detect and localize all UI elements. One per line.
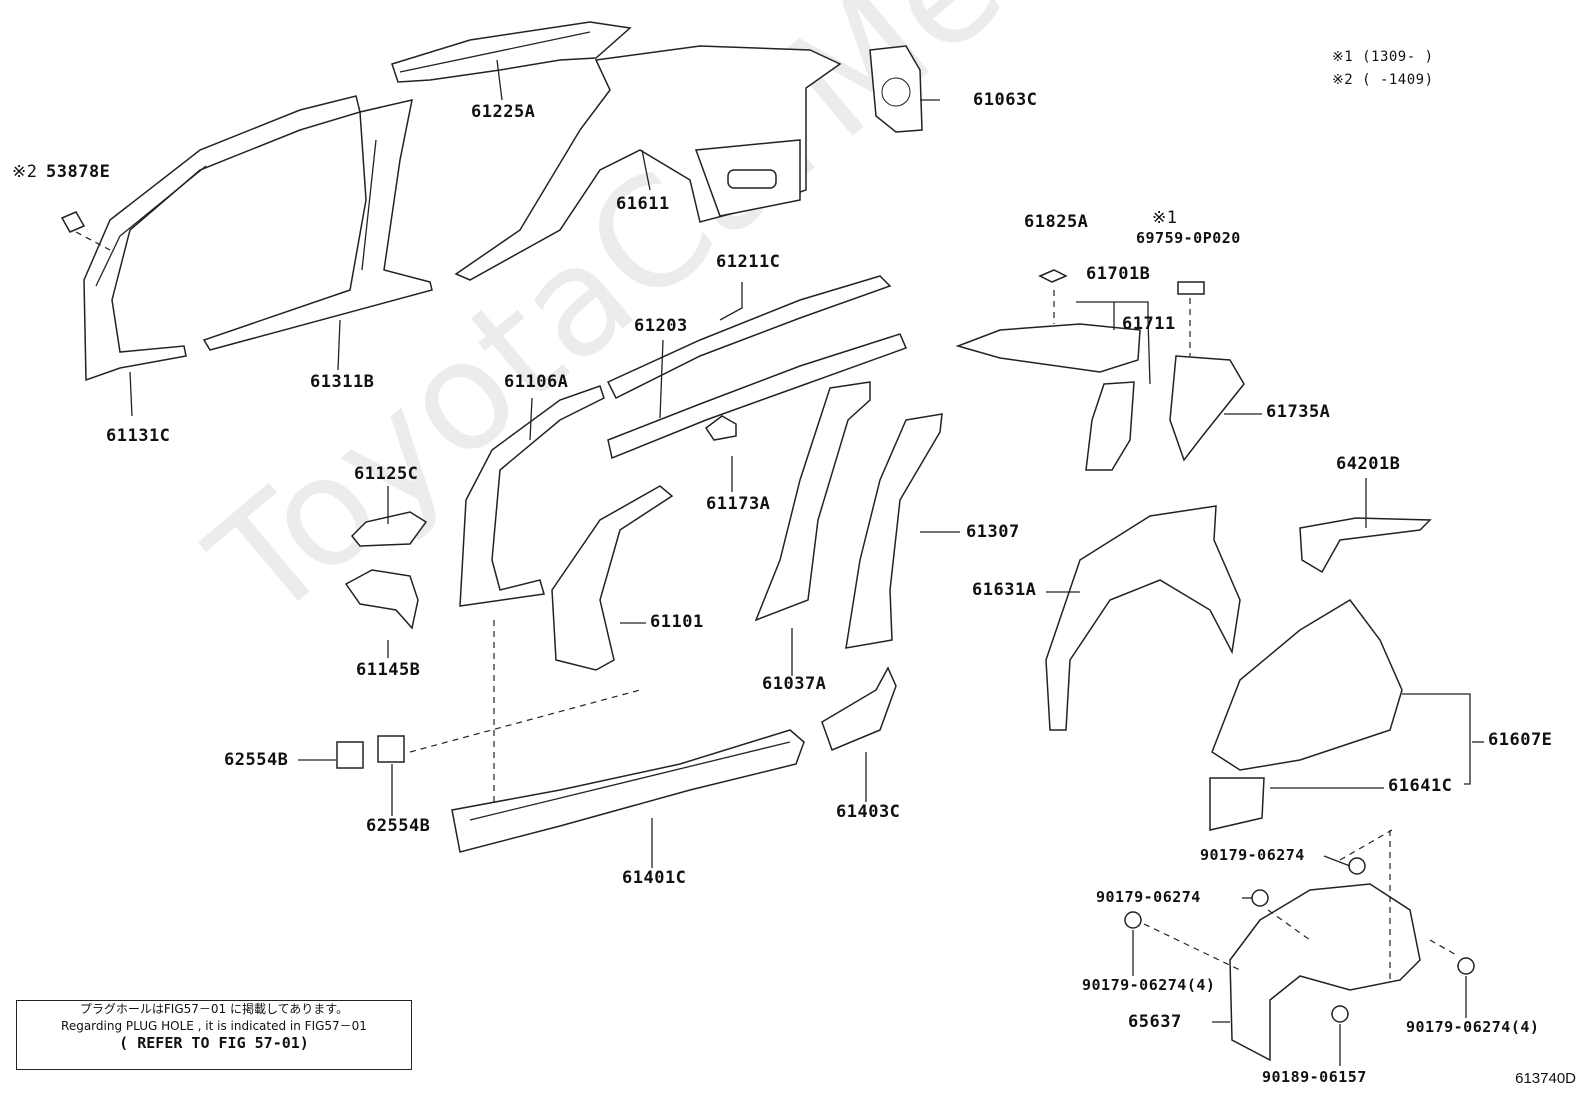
figure-number: 613740D bbox=[1515, 1070, 1576, 1087]
label-53878E[interactable]: 53878E bbox=[46, 162, 111, 182]
part-61125C[interactable] bbox=[350, 511, 428, 547]
label-61101[interactable]: 61101 bbox=[650, 612, 704, 632]
label-61641C[interactable]: 61641C bbox=[1388, 776, 1453, 796]
part-62554B-b[interactable] bbox=[377, 735, 405, 763]
label-61631A[interactable]: 61631A bbox=[972, 580, 1037, 600]
part-61701B[interactable] bbox=[955, 323, 1141, 373]
part-61211C[interactable] bbox=[606, 275, 892, 400]
note-variant-2: ※2 ( -1409) bbox=[1332, 72, 1434, 88]
part-61825A[interactable] bbox=[1038, 269, 1068, 283]
part-61711[interactable] bbox=[1085, 381, 1135, 471]
plug-note-refer-link[interactable]: ( REFER TO FIG 57-01) bbox=[119, 1034, 309, 1052]
label-90189-06157[interactable]: 90189-06157 bbox=[1262, 1068, 1367, 1086]
label-61063C[interactable]: 61063C bbox=[973, 90, 1038, 110]
label-61307[interactable]: 61307 bbox=[966, 522, 1020, 542]
part-61131C[interactable] bbox=[83, 95, 361, 382]
part-61145B[interactable] bbox=[344, 569, 419, 630]
label-62554B-b[interactable]: 62554B bbox=[366, 816, 431, 836]
part-61403C[interactable] bbox=[821, 666, 897, 751]
part-61173A[interactable] bbox=[704, 415, 737, 441]
label-61607E[interactable]: 61607E bbox=[1488, 730, 1553, 750]
label-61711[interactable]: 61711 bbox=[1122, 314, 1176, 334]
label-61825A[interactable]: 61825A bbox=[1024, 212, 1089, 232]
clip-90179-d[interactable] bbox=[1457, 957, 1475, 975]
part-61101[interactable] bbox=[551, 485, 674, 671]
part-61401C[interactable] bbox=[451, 729, 805, 853]
clip-90179-b[interactable] bbox=[1251, 889, 1269, 907]
label-61037A[interactable]: 61037A bbox=[762, 674, 827, 694]
part-61225A[interactable] bbox=[391, 21, 632, 83]
clip-90179-c[interactable] bbox=[1124, 911, 1142, 929]
label-90179-06274-4-left[interactable]: 90179-06274(4) bbox=[1082, 976, 1216, 994]
part-61735A[interactable] bbox=[1169, 355, 1245, 462]
label-62554B-a[interactable]: 62554B bbox=[224, 750, 289, 770]
label-61173A[interactable]: 61173A bbox=[706, 494, 771, 514]
part-61311B[interactable] bbox=[202, 99, 433, 351]
plug-hole-note-box: プラグホールはFIG57－01 に掲載してあります。 Regarding PLU… bbox=[16, 1000, 412, 1070]
label-61211C[interactable]: 61211C bbox=[716, 252, 781, 272]
label-61401C[interactable]: 61401C bbox=[622, 868, 687, 888]
part-61307[interactable] bbox=[845, 413, 943, 649]
clip-90179-a[interactable] bbox=[1348, 857, 1366, 875]
part-61037A[interactable] bbox=[754, 381, 871, 622]
label-61106A[interactable]: 61106A bbox=[504, 372, 569, 392]
leader-lines bbox=[75, 59, 1484, 1066]
plug-note-japanese: プラグホールはFIG57－01 に掲載してあります。 bbox=[79, 1002, 349, 1016]
part-61611[interactable] bbox=[454, 45, 842, 281]
label-61403C[interactable]: 61403C bbox=[836, 802, 901, 822]
label-90179-06274-a[interactable]: 90179-06274 bbox=[1200, 846, 1305, 864]
part-61203[interactable] bbox=[607, 333, 908, 460]
label-61311B[interactable]: 61311B bbox=[310, 372, 375, 392]
part-61631A[interactable] bbox=[1045, 505, 1241, 731]
part-61607E[interactable] bbox=[1211, 599, 1403, 771]
clip-90189[interactable] bbox=[1331, 1005, 1349, 1023]
plug-note-english: Regarding PLUG HOLE , it is indicated in… bbox=[61, 1019, 367, 1033]
part-53878E[interactable] bbox=[60, 211, 86, 233]
part-61106A[interactable] bbox=[459, 385, 605, 607]
label-90179-06274-4-right[interactable]: 90179-06274(4) bbox=[1406, 1018, 1540, 1036]
label-61145B[interactable]: 61145B bbox=[356, 660, 421, 680]
part-61063C[interactable] bbox=[869, 45, 923, 133]
label-65637[interactable]: 65637 bbox=[1128, 1012, 1182, 1032]
part-62554B-a[interactable] bbox=[336, 741, 364, 769]
label-61225A[interactable]: 61225A bbox=[471, 102, 536, 122]
note-variant-1: ※1 (1309- ) bbox=[1332, 49, 1434, 65]
part-65637[interactable] bbox=[1229, 883, 1421, 1062]
label-61203[interactable]: 61203 bbox=[634, 316, 688, 336]
label-53878E-mark: ※2 bbox=[12, 162, 38, 182]
label-64201B[interactable]: 64201B bbox=[1336, 454, 1401, 474]
label-69759-0P020[interactable]: 69759-0P020 bbox=[1136, 229, 1241, 247]
label-61735A[interactable]: 61735A bbox=[1266, 402, 1331, 422]
label-90179-06274-b[interactable]: 90179-06274 bbox=[1096, 888, 1201, 906]
part-61641C[interactable] bbox=[1209, 777, 1265, 831]
part-64201B[interactable] bbox=[1299, 517, 1432, 574]
part-69759-0P020[interactable] bbox=[1177, 281, 1205, 295]
label-61611[interactable]: 61611 bbox=[616, 194, 670, 214]
label-61131C[interactable]: 61131C bbox=[106, 426, 171, 446]
label-61701B[interactable]: 61701B bbox=[1086, 264, 1151, 284]
label-61125C[interactable]: 61125C bbox=[354, 464, 419, 484]
label-69759-mark: ※1 bbox=[1152, 208, 1178, 228]
